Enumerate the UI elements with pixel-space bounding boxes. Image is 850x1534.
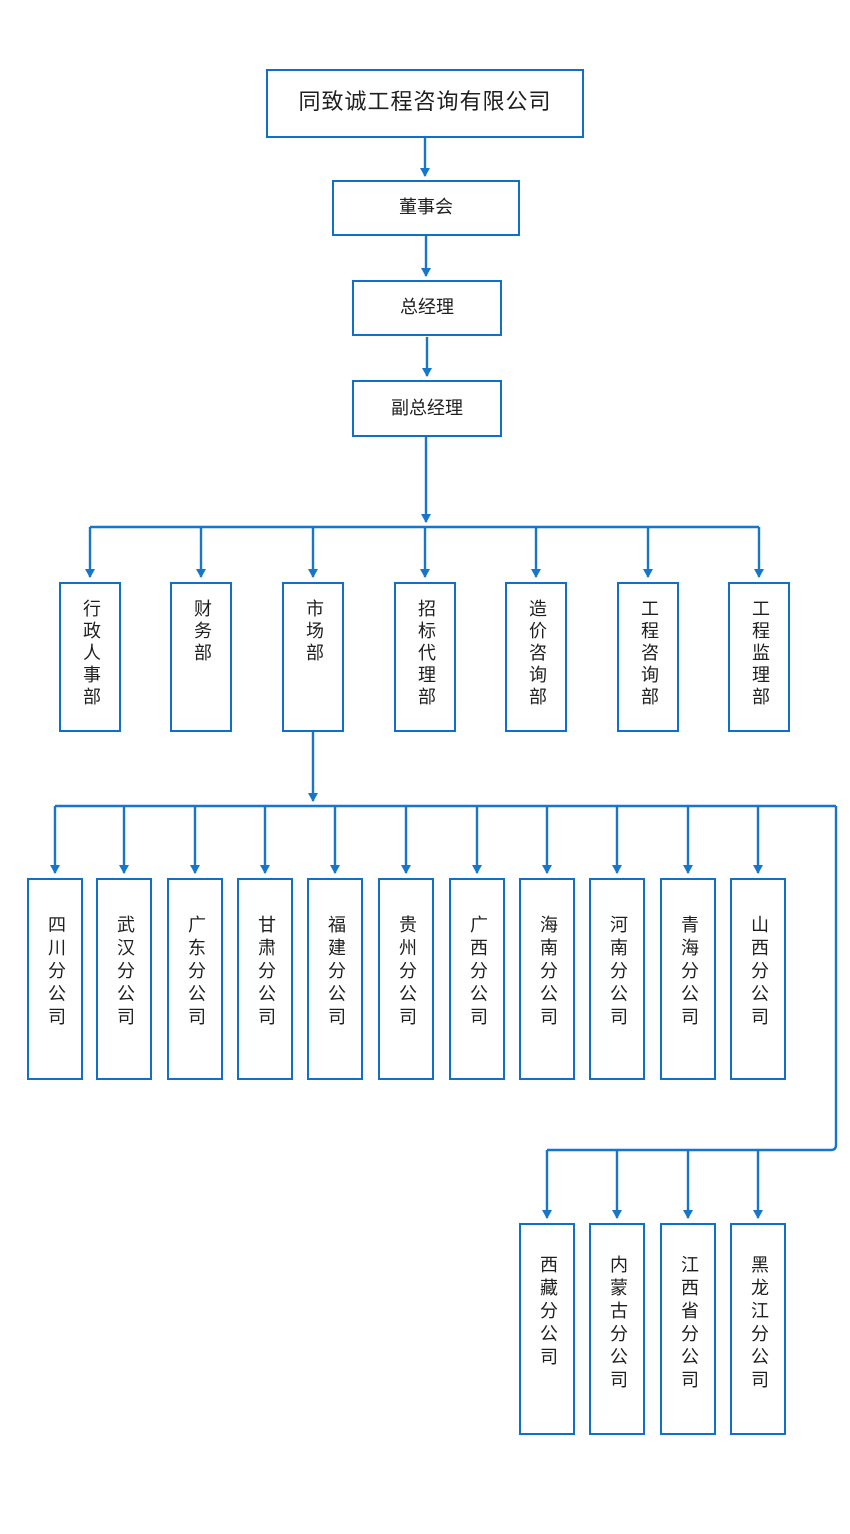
branch-label: 武汉分公司 <box>114 915 135 1030</box>
branch-label: 四川分公司 <box>45 915 66 1030</box>
general-manager-box: 总经理 <box>352 280 502 336</box>
dept-box-engineering-consulting: 工程咨询部 <box>617 582 679 732</box>
sub-branch-box-neimenggu: 内蒙古分公司 <box>589 1223 645 1435</box>
dept-label: 财务部 <box>191 599 212 665</box>
branch-label: 广东分公司 <box>185 915 206 1030</box>
dept-box-cost-consulting: 造价咨询部 <box>505 582 567 732</box>
company-root-box: 同致诚工程咨询有限公司 <box>266 69 584 138</box>
branch-label: 山西分公司 <box>748 915 769 1030</box>
branch-box-qinghai: 青海分公司 <box>660 878 716 1080</box>
dept-label: 行政人事部 <box>80 599 101 709</box>
deputy-general-manager-label: 副总经理 <box>391 397 463 419</box>
branch-box-hainan: 海南分公司 <box>519 878 575 1080</box>
dept-box-market: 市场部 <box>282 582 344 732</box>
dept-box-engineering-supervision: 工程监理部 <box>728 582 790 732</box>
general-manager-label: 总经理 <box>400 297 454 319</box>
branch-label: 福建分公司 <box>325 915 346 1030</box>
branch-box-guangdong: 广东分公司 <box>167 878 223 1080</box>
sub-branch-box-jiangxi: 江西省分公司 <box>660 1223 716 1435</box>
branch-box-gansu: 甘肃分公司 <box>237 878 293 1080</box>
branch-box-sichuan: 四川分公司 <box>27 878 83 1080</box>
dept-box-finance: 财务部 <box>170 582 232 732</box>
sub-branch-label: 黑龙江分公司 <box>748 1255 769 1393</box>
board-box: 董事会 <box>332 180 520 236</box>
dept-label: 招标代理部 <box>415 599 436 709</box>
sub-branch-box-xizang: 西藏分公司 <box>519 1223 575 1435</box>
dept-label: 造价咨询部 <box>526 599 547 709</box>
deputy-general-manager-box: 副总经理 <box>352 380 502 437</box>
board-label: 董事会 <box>399 197 453 219</box>
dept-label: 工程咨询部 <box>638 599 659 709</box>
branch-label: 甘肃分公司 <box>255 915 276 1030</box>
dept-label: 市场部 <box>303 599 324 665</box>
sub-branch-label: 江西省分公司 <box>678 1255 699 1393</box>
dept-label: 工程监理部 <box>749 599 770 709</box>
dept-box-admin-hr: 行政人事部 <box>59 582 121 732</box>
branch-box-fujian: 福建分公司 <box>307 878 363 1080</box>
branch-box-henan: 河南分公司 <box>589 878 645 1080</box>
branch-box-shanxi: 山西分公司 <box>730 878 786 1080</box>
branch-label: 广西分公司 <box>467 915 488 1030</box>
sub-branch-label: 内蒙古分公司 <box>607 1255 628 1393</box>
branch-label: 贵州分公司 <box>396 915 417 1030</box>
branch-label: 海南分公司 <box>537 915 558 1030</box>
branch-label: 青海分公司 <box>678 915 699 1030</box>
sub-branch-box-heilongjiang: 黑龙江分公司 <box>730 1223 786 1435</box>
branch-box-guizhou: 贵州分公司 <box>378 878 434 1080</box>
branch-label: 河南分公司 <box>607 915 628 1030</box>
company-root-label: 同致诚工程咨询有限公司 <box>298 90 552 116</box>
branch-box-wuhan: 武汉分公司 <box>96 878 152 1080</box>
branch-box-guangxi: 广西分公司 <box>449 878 505 1080</box>
sub-branch-label: 西藏分公司 <box>537 1255 558 1370</box>
dept-box-bidding-agency: 招标代理部 <box>394 582 456 732</box>
